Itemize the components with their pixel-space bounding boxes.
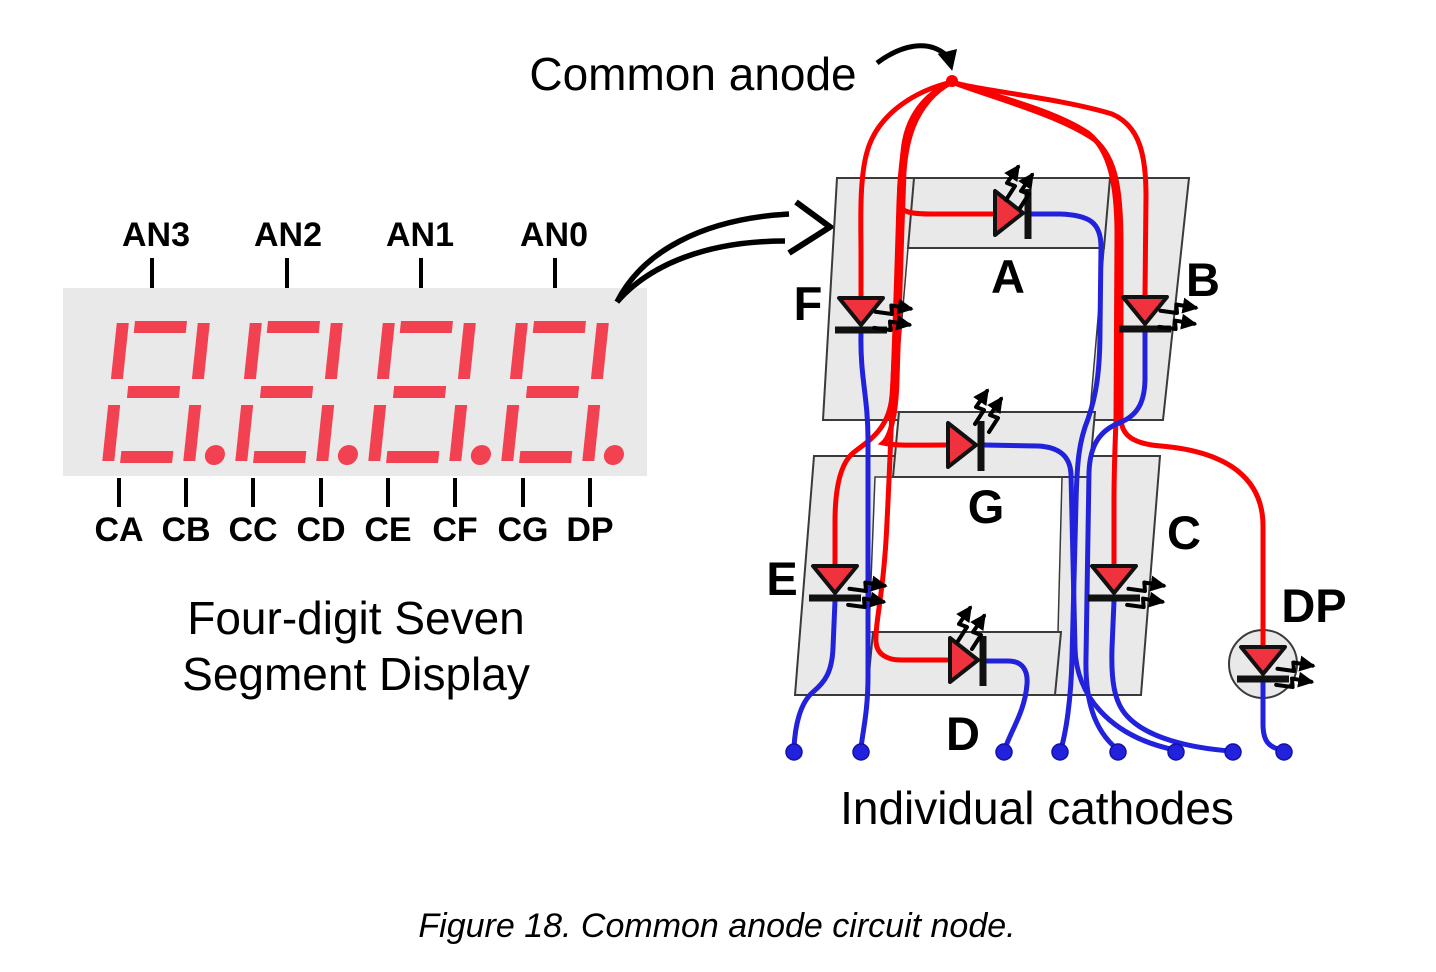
cathode-wire-e [791, 598, 838, 751]
cathode-wires [791, 211, 1286, 754]
led-dp [1237, 645, 1289, 683]
common-anode-schematic: Common anode [529, 43, 1347, 834]
cathode-wire-b [1083, 329, 1148, 752]
display-caption-line2: Segment Display [182, 648, 530, 700]
four-digit-display: AN3 AN2 AN1 AN0 CA [63, 216, 647, 700]
led-c [1088, 564, 1140, 602]
cathode-wire-f [858, 330, 871, 752]
segment-label-c: C [1167, 506, 1201, 559]
cathode-pin-ticks [117, 478, 592, 507]
lower-window [868, 476, 1063, 633]
display-caption-line1: Four-digit Seven [187, 592, 525, 644]
segment-label-a: A [991, 250, 1025, 303]
cathode-terminal-dot-7 [1224, 743, 1242, 761]
led-symbols [809, 189, 1289, 686]
cathode-pin-label-cb: CB [161, 511, 210, 549]
cathode-wire-g [981, 442, 1178, 753]
cathode-terminal-dot-1 [785, 743, 803, 761]
cathode-pin-label-ce: CE [364, 511, 411, 549]
segment-label-f: F [794, 277, 823, 330]
anode-pin-label-an2: AN2 [254, 216, 322, 254]
led-e [809, 564, 861, 602]
cathode-terminal-dot-6 [1167, 743, 1185, 761]
cathode-wire-d [983, 658, 1030, 752]
anode-pin-label-an0: AN0 [520, 216, 588, 254]
cathode-pin-label-cc: CC [228, 511, 277, 549]
cathode-terminal-dot-4 [1051, 743, 1069, 761]
cathode-terminals [785, 743, 1293, 761]
cathode-terminal-dot-8 [1275, 743, 1293, 761]
cathode-wire-a [1028, 211, 1104, 752]
cathode-terminal-dot-2 [852, 743, 870, 761]
led-g [946, 421, 985, 471]
anode-wire-d [873, 79, 955, 663]
cathode-terminal-dot-5 [1109, 743, 1127, 761]
segment-label-dp: DP [1281, 579, 1346, 632]
segment-label-g: G [968, 480, 1005, 533]
anode-pin-label-an1: AN1 [386, 216, 454, 254]
cathode-pin-label-cd: CD [296, 511, 345, 549]
segment-label-d: D [946, 707, 980, 760]
common-anode-node [946, 75, 958, 87]
cathode-pin-label-cg: CG [498, 511, 549, 549]
anode-wires [832, 79, 1266, 663]
cathode-pin-label-ca: CA [94, 511, 143, 549]
common-anode-pointer-arrow [875, 43, 958, 71]
anode-pin-label-an3: AN3 [122, 216, 190, 254]
cathode-wire-c [1109, 598, 1234, 754]
segment-label-b: B [1186, 253, 1220, 306]
cathode-pin-labels: CA CB CC CD CE CF CG DP [94, 511, 613, 549]
common-anode-label: Common anode [529, 48, 856, 100]
figure-caption: Figure 18. Common anode circuit node. [418, 907, 1015, 945]
led-d [948, 636, 987, 686]
anode-wire-f [858, 79, 955, 299]
segment-labels: A B F G C E D DP [766, 250, 1346, 760]
display-body [63, 288, 647, 476]
cathode-pin-label-dp: DP [566, 511, 613, 549]
segment-label-e: E [766, 552, 797, 605]
cathode-terminal-dot-3 [995, 743, 1013, 761]
anode-wire-b [949, 79, 1149, 298]
anode-wire-dp [949, 79, 1266, 648]
display-to-schematic-arrow [614, 199, 836, 304]
anode-pin-ticks [150, 258, 557, 288]
individual-cathodes-label: Individual cathodes [840, 782, 1234, 834]
cathode-pin-label-cf: CF [432, 511, 477, 549]
